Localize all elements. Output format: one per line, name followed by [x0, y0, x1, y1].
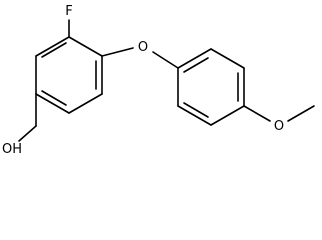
- bond: [35, 93, 70, 114]
- bond: [177, 105, 212, 126]
- bond-c-o-methoxy: [243, 105, 271, 122]
- bond-c-o-ether: [101, 47, 134, 57]
- bond: [210, 48, 245, 69]
- bond-o-ch3: [287, 105, 315, 122]
- double-bond-inner: [41, 42, 67, 58]
- bond-ch2-o: [18, 125, 37, 142]
- chemical-structure: F OH O O: [2, 4, 315, 157]
- bond: [177, 48, 212, 69]
- hydroxyl-label: OH: [2, 142, 22, 157]
- ring-a: [35, 36, 103, 114]
- fluorine-label: F: [65, 4, 72, 19]
- ring-b: [177, 48, 245, 126]
- bond: [68, 93, 103, 114]
- double-bond-inner: [41, 90, 67, 106]
- double-bond-inner: [183, 102, 209, 118]
- bond: [35, 36, 70, 57]
- bond: [210, 105, 245, 126]
- double-bond-inner: [183, 57, 209, 73]
- methoxy-oxygen-label: O: [274, 119, 284, 134]
- bond-o-c-ether: [152, 51, 179, 69]
- bond: [68, 36, 103, 57]
- ether-oxygen-label: O: [138, 40, 148, 55]
